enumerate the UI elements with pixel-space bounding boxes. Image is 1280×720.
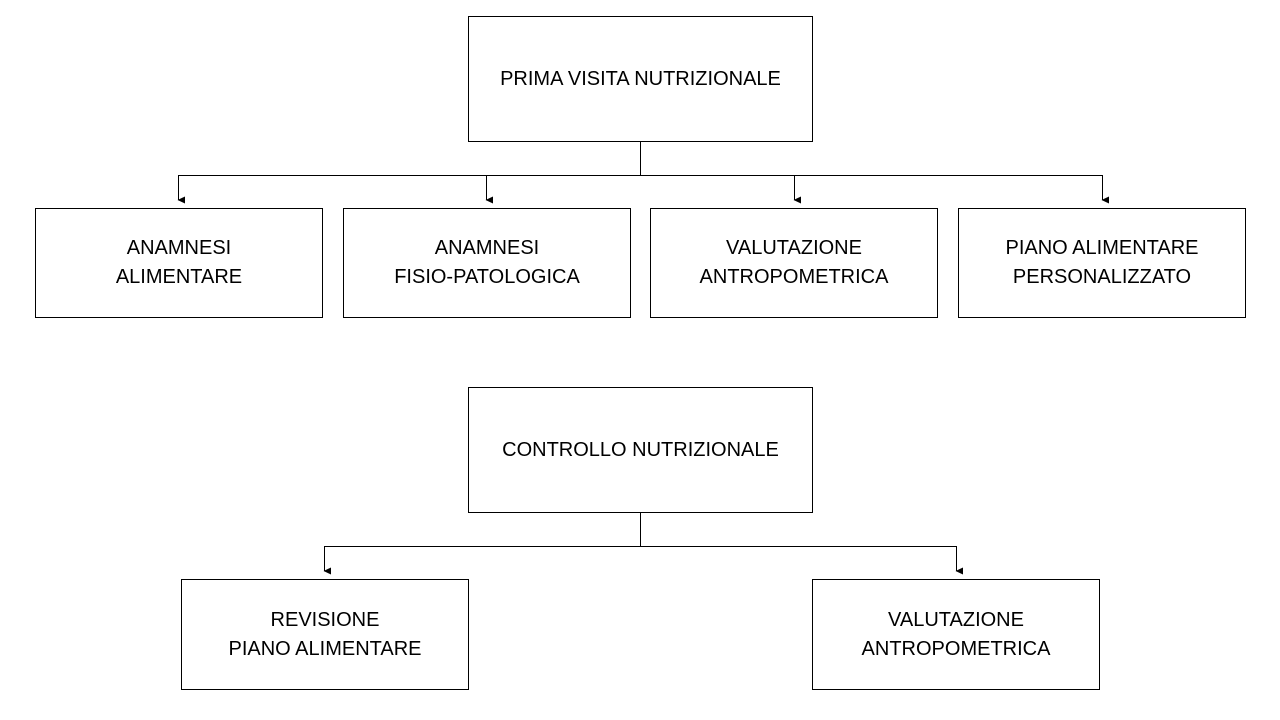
box-label-line1: REVISIONE xyxy=(270,608,380,631)
box-label-line2: ALIMENTARE xyxy=(115,266,243,288)
box-label-line1: PIANO ALIMENTARE xyxy=(1005,237,1199,259)
revisione-piano-alimentare-box: REVISIONE PIANO ALIMENTARE xyxy=(181,579,469,690)
box-label-line2: ANTROPOMETRICA xyxy=(861,637,1051,660)
box-label-line1: VALUTAZIONE xyxy=(888,608,1024,631)
box-label-line1: VALUTAZIONE xyxy=(726,237,862,259)
controllo-nutrizionale-box: CONTROLLO NUTRIZIONALE xyxy=(468,387,813,513)
box-label-line1: ANAMNESI xyxy=(434,237,540,259)
box-label-line1: ANAMNESI xyxy=(126,237,232,259)
prima-visita-nutrizionale-box: PRIMA VISITA NUTRIZIONALE xyxy=(468,16,813,142)
box-label: CONTROLLO NUTRIZIONALE xyxy=(502,438,779,461)
box-label-line2: ANTROPOMETRICA xyxy=(699,266,889,288)
valutazione-antropometrica-control-box: VALUTAZIONE ANTROPOMETRICA xyxy=(812,579,1100,690)
box-label-line2: PIANO ALIMENTARE xyxy=(228,637,422,660)
anamnesi-alimentare-box: ANAMNESI ALIMENTARE xyxy=(35,208,323,318)
box-label-line2: FISIO-PATOLOGICA xyxy=(394,266,580,288)
valutazione-antropometrica-box: VALUTAZIONE ANTROPOMETRICA xyxy=(650,208,938,318)
anamnesi-fisio-patologica-box: ANAMNESI FISIO-PATOLOGICA xyxy=(343,208,631,318)
piano-alimentare-personalizzato-box: PIANO ALIMENTARE PERSONALIZZATO xyxy=(958,208,1246,318)
box-label-line2: PERSONALIZZATO xyxy=(1012,266,1192,288)
box-label: PRIMA VISITA NUTRIZIONALE xyxy=(500,67,781,90)
